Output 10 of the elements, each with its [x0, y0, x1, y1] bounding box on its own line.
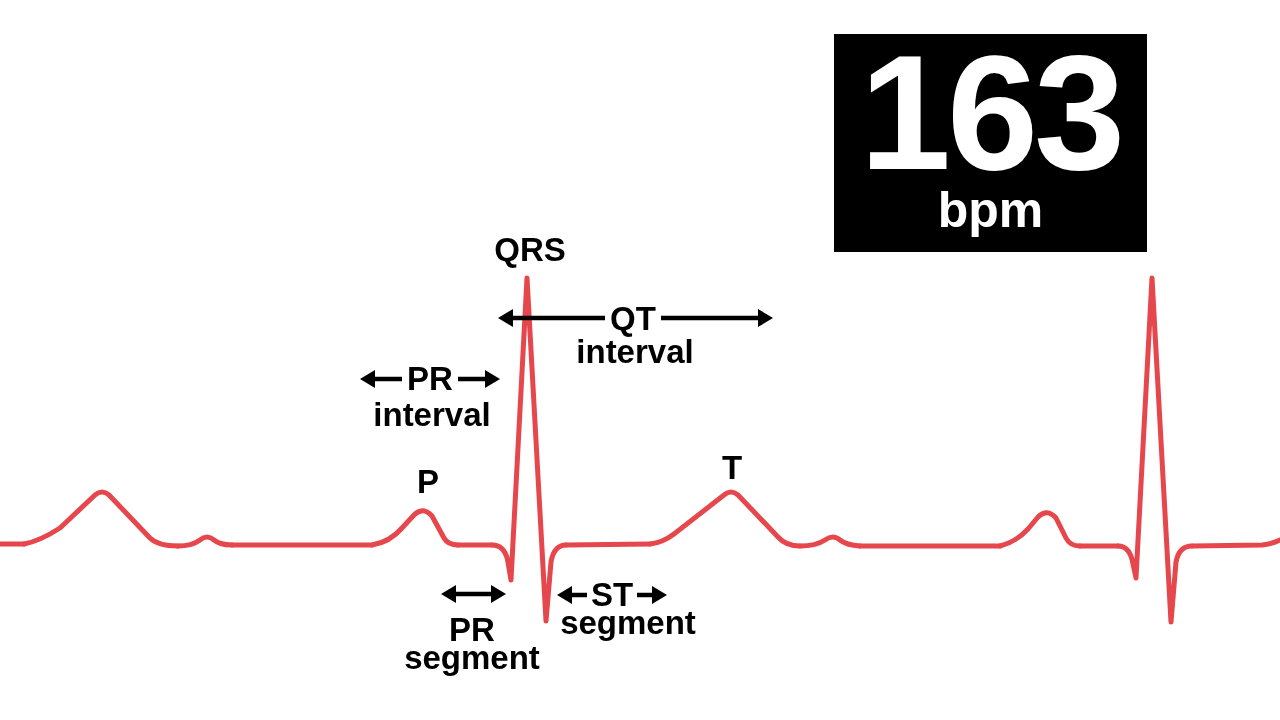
- heart-rate-display: [834, 34, 1147, 252]
- segment-label: ST: [590, 581, 634, 609]
- wave-label: T: [721, 452, 743, 484]
- interval-label: interval: [373, 397, 491, 433]
- heart-rate-value: 163: [859, 48, 1122, 178]
- interval-label: QT: [610, 302, 656, 335]
- wave-label: P: [417, 466, 439, 498]
- wave-label: QRS: [494, 234, 566, 266]
- interval-label: PR: [407, 361, 453, 397]
- unit-label: bpm: [937, 185, 1044, 235]
